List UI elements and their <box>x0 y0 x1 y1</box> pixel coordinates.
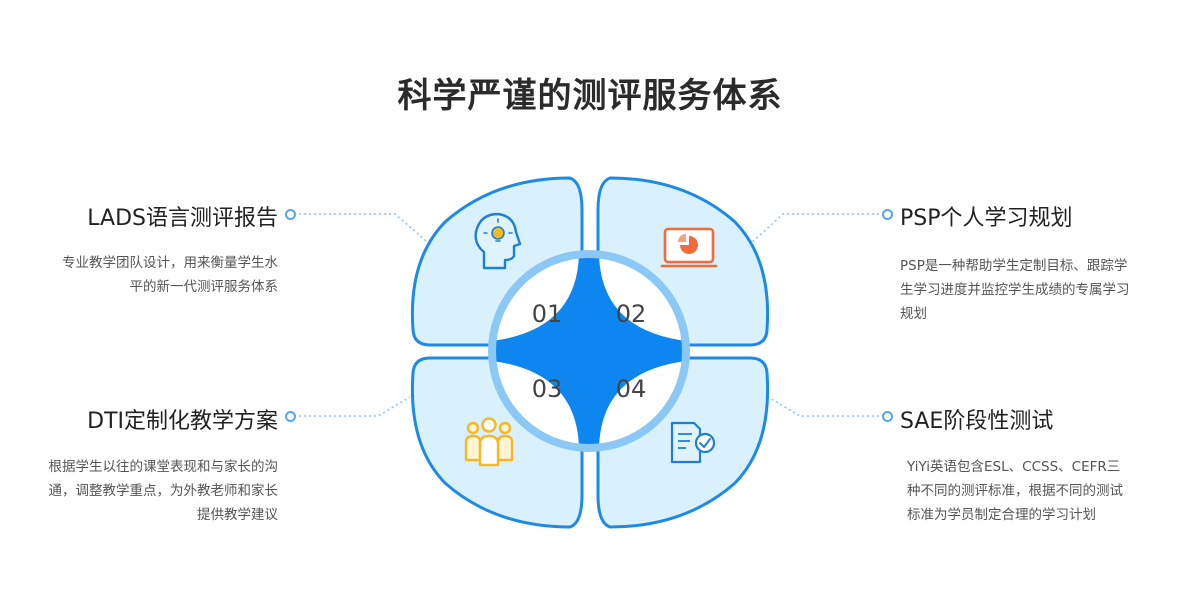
desc-psp: PSP是一种帮助学生定制目标、跟踪学 生学习进度并监控学生成绩的专属学习 规划 <box>900 254 1175 326</box>
desc-sae: YiYi英语包含ESL、CCSS、CEFR三 种不同的测评标准，根据不同的测试 … <box>907 455 1177 527</box>
desc-psp-line-2: 生学习进度并监控学生成绩的专属学习 <box>900 282 1130 298</box>
heading-lads: LADS语言测评报告 <box>87 206 278 231</box>
document-check-icon <box>670 421 716 464</box>
desc-dti-line-3: 提供教学建议 <box>197 507 278 523</box>
desc-sae-line-2: 种不同的测评标准，根据不同的测试 <box>907 483 1123 499</box>
desc-lads: 专业教学团队设计，用来衡量学生水 平的新一代测评服务体系 <box>18 251 278 299</box>
heading-sae: SAE阶段性测试 <box>900 409 1054 434</box>
connector-line-4 <box>767 396 884 417</box>
desc-psp-line-3: 规划 <box>900 306 927 322</box>
heading-psp: PSP个人学习规划 <box>900 206 1073 231</box>
desc-dti: 根据学生以往的课堂表现和与家长的沟 通，调整教学重点，为外教老师和家长 提供教学… <box>3 455 279 527</box>
desc-psp-line-1: PSP是一种帮助学生定制目标、跟踪学 <box>900 258 1128 274</box>
heading-dti: DTI定制化教学方案 <box>87 409 278 434</box>
page-title: 科学严谨的测评服务体系 <box>397 76 783 116</box>
desc-lads-line-1: 专业教学团队设计，用来衡量学生水 <box>62 255 278 271</box>
number-02: 02 <box>616 300 647 328</box>
desc-lads-line-2: 平的新一代测评服务体系 <box>129 279 279 295</box>
center-cross <box>492 254 686 448</box>
connector-dot-4 <box>882 411 893 422</box>
desc-dti-line-2: 通，调整教学重点，为外教老师和家长 <box>48 483 279 499</box>
number-04: 04 <box>616 375 647 403</box>
connector-line-2 <box>747 213 884 247</box>
head-lightbulb-icon <box>474 212 522 270</box>
number-03: 03 <box>532 375 563 403</box>
number-01: 01 <box>532 300 563 328</box>
team-people-icon <box>464 417 514 467</box>
connector-line-3 <box>294 396 411 417</box>
connector-dot-2 <box>882 209 893 220</box>
desc-sae-line-1: YiYi英语包含ESL、CCSS、CEFR三 <box>907 459 1121 475</box>
connector-dot-3 <box>285 411 296 422</box>
connector-dot-1 <box>285 209 296 220</box>
desc-sae-line-3: 标准为学员制定合理的学习计划 <box>907 507 1096 523</box>
desc-dti-line-1: 根据学生以往的课堂表现和与家长的沟 <box>48 459 279 475</box>
center-ring <box>488 250 690 452</box>
presentation-chart-icon <box>660 227 718 268</box>
connector-line-1 <box>294 213 433 247</box>
connector-lines <box>294 213 884 417</box>
